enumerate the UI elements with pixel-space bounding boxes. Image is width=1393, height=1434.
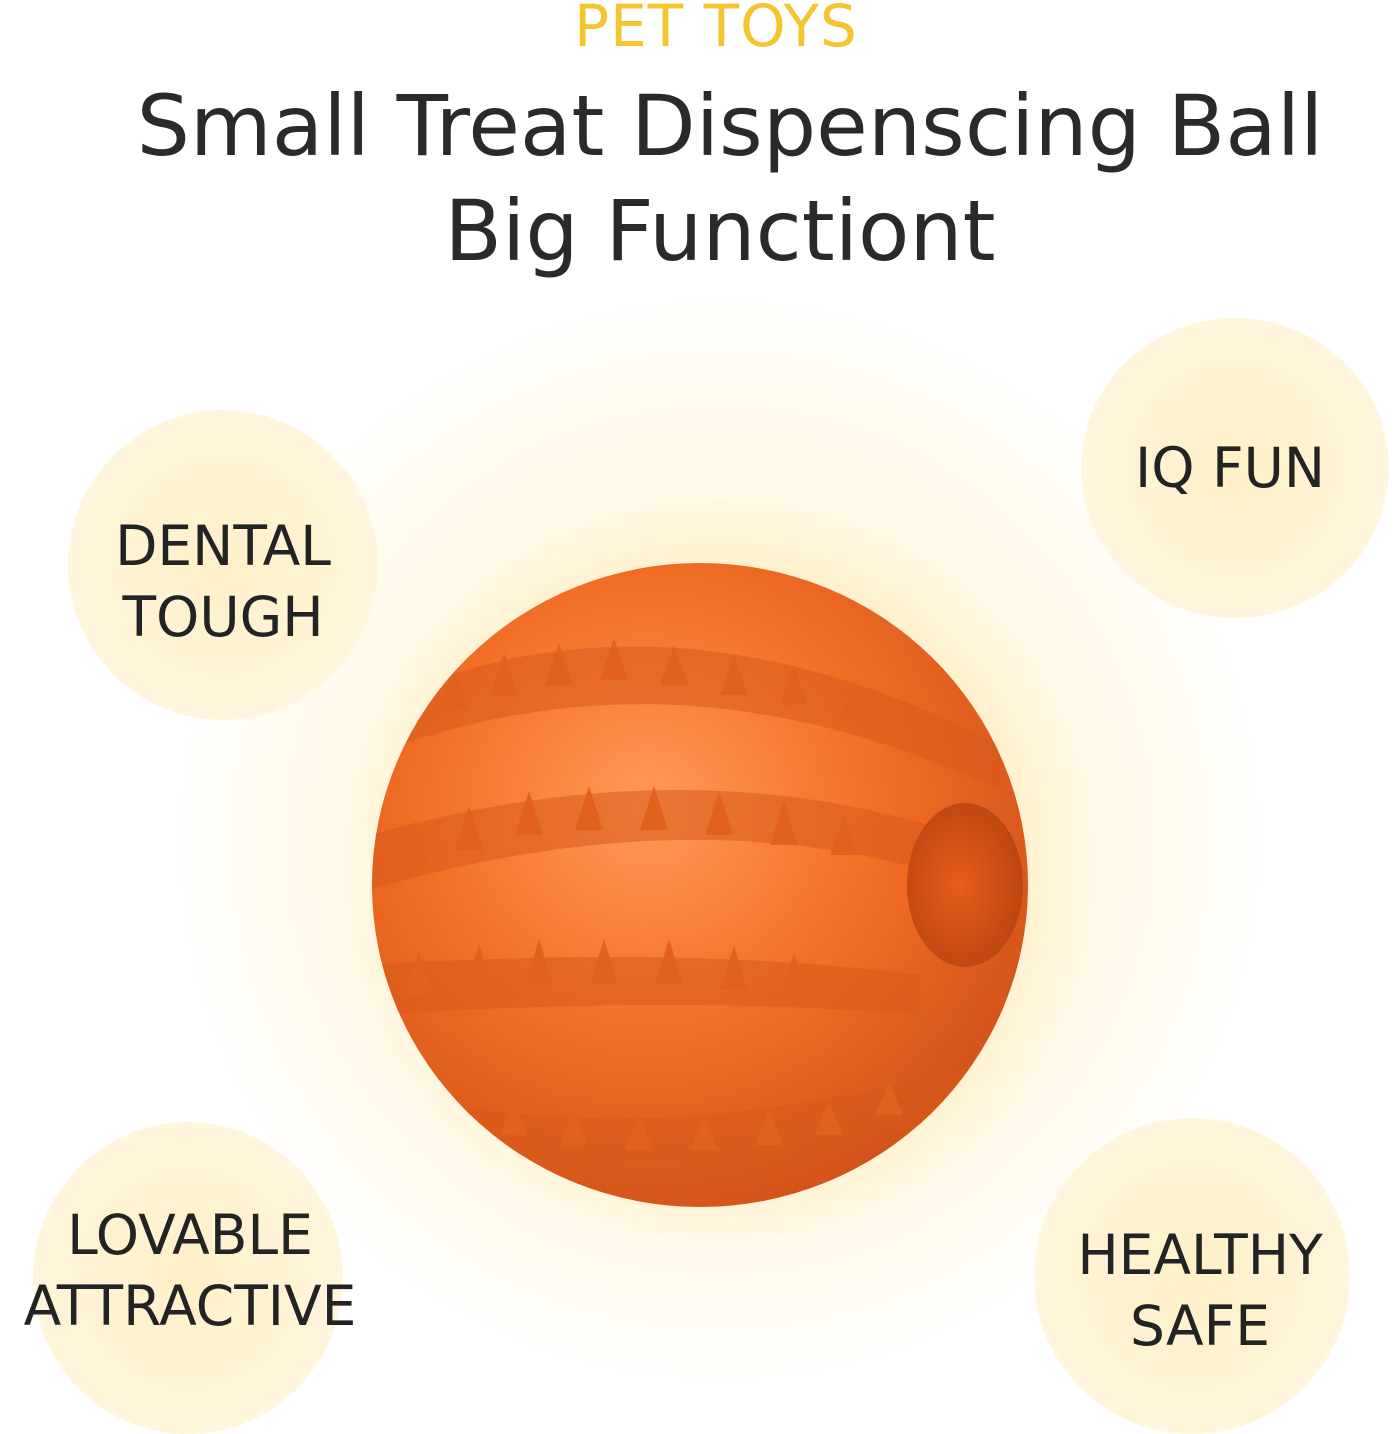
feature-lovable-line1: LOVABLE <box>67 1203 313 1267</box>
feature-bubble-healthy <box>1034 1118 1350 1434</box>
feature-label-dental: DENTAL TOUGH <box>48 511 398 653</box>
feature-healthy-line1: HEALTHY <box>1077 1223 1323 1287</box>
feature-bubble-dental <box>68 410 378 720</box>
treat-ball-image <box>372 563 1028 1207</box>
feature-bubble-iq <box>1081 318 1389 618</box>
eyebrow-label: PET TOYS <box>574 0 858 60</box>
feature-label-iq: IQ FUN <box>1075 433 1385 504</box>
feature-iq-line1: IQ FUN <box>1134 436 1326 500</box>
feature-dental-line1: DENTAL <box>115 514 331 578</box>
feature-healthy-line2: SAFE <box>1130 1294 1270 1358</box>
treat-hole <box>907 803 1023 967</box>
feature-label-lovable: LOVABLE ATTRACTIVE <box>0 1200 380 1342</box>
feature-lovable-line2: ATTRACTIVE <box>23 1274 357 1338</box>
ball-grooves <box>372 638 1000 1165</box>
headline-line-1: Small Treat Dispenscing Ball <box>136 77 1324 175</box>
headline-line-2: Big Functiont <box>444 182 996 280</box>
feature-bubble-lovable <box>33 1122 343 1434</box>
feature-dental-line2: TOUGH <box>122 585 324 649</box>
feature-label-healthy: HEALTHY SAFE <box>1020 1220 1380 1362</box>
